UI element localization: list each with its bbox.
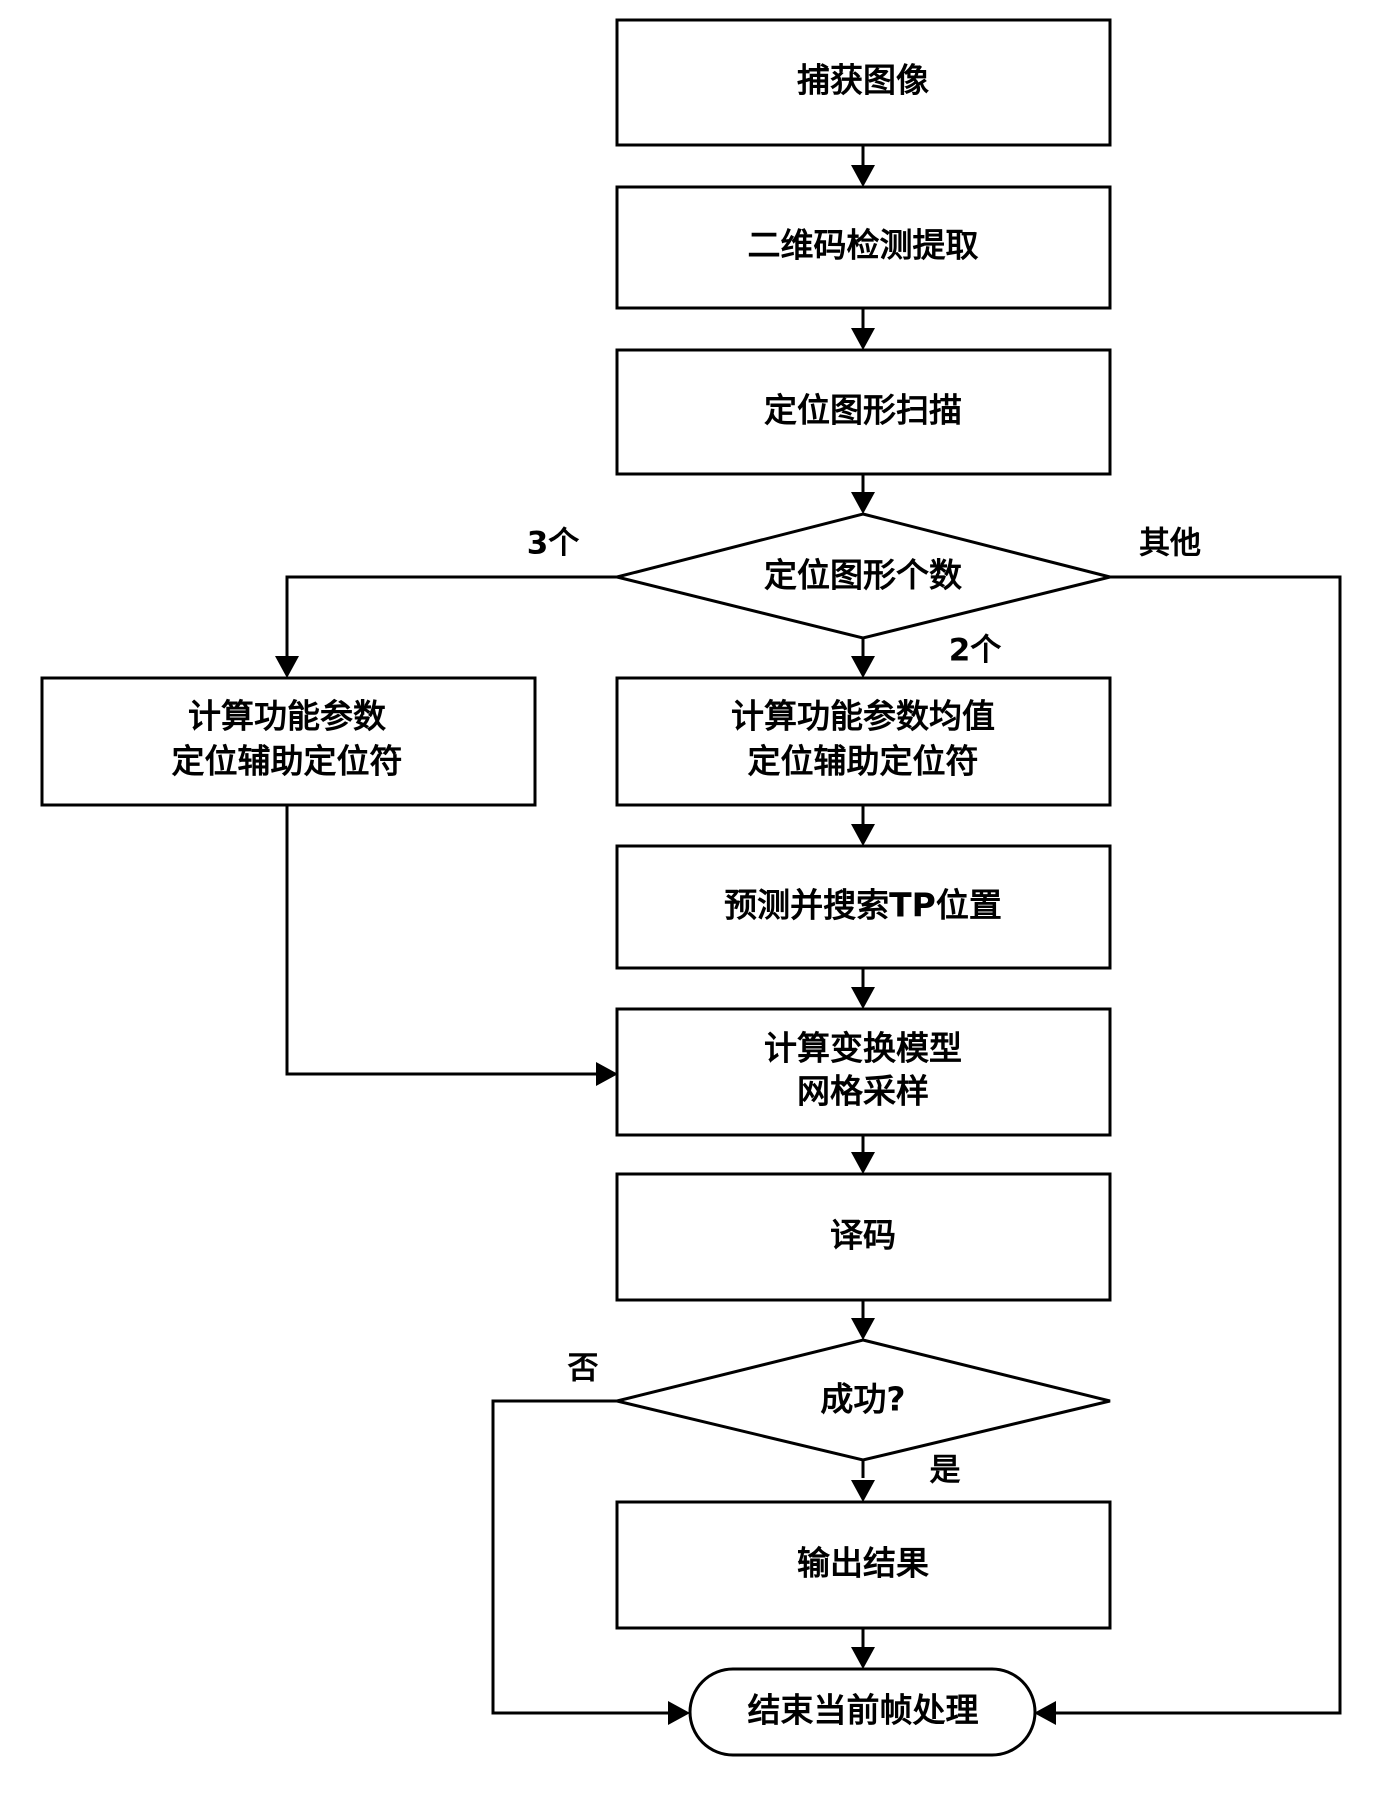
edge-count-to-calc3 bbox=[285, 575, 617, 656]
label-transform-line2: 网格采样 bbox=[797, 1072, 929, 1111]
arrowhead bbox=[851, 1318, 875, 1340]
label-predict-tp: 预测并搜索TP位置 bbox=[724, 886, 1002, 925]
decision-finder-count bbox=[616, 512, 1111, 640]
arrowhead bbox=[851, 165, 875, 187]
box-qr-detect bbox=[615, 185, 1112, 310]
arrowhead bbox=[1034, 1701, 1056, 1725]
decision-success bbox=[616, 1338, 1111, 1462]
label-success: 成功? bbox=[820, 1380, 905, 1419]
edge-label-yes: 是 bbox=[930, 1453, 961, 1489]
label-calc-params-mean-line1: 计算功能参数均值 bbox=[731, 697, 995, 736]
arrowhead bbox=[851, 1647, 875, 1669]
label-finder-count: 定位图形个数 bbox=[764, 556, 963, 595]
box-capture bbox=[615, 18, 1112, 147]
connectors bbox=[285, 145, 1342, 1715]
edge-label-other: 其他 bbox=[1139, 526, 1201, 562]
edge-calc3-to-transform bbox=[285, 805, 596, 1076]
label-transform-line1: 计算变换模型 bbox=[764, 1029, 962, 1068]
arrowhead bbox=[851, 1480, 875, 1502]
box-finder-scan bbox=[615, 348, 1112, 476]
arrowhead bbox=[851, 824, 875, 846]
arrowhead bbox=[596, 1062, 618, 1086]
box-transform bbox=[615, 1007, 1112, 1137]
arrowhead bbox=[275, 656, 299, 678]
arrowhead bbox=[851, 328, 875, 350]
box-decode bbox=[615, 1172, 1112, 1302]
edge-count-to-end-other bbox=[1056, 575, 1342, 1715]
edge-label-two: 2个 bbox=[949, 633, 1002, 669]
label-qr-detect: 二维码检测提取 bbox=[748, 226, 979, 265]
label-finder-scan: 定位图形扫描 bbox=[764, 391, 962, 430]
terminal-end-frame bbox=[688, 1667, 1037, 1757]
arrowhead bbox=[851, 656, 875, 678]
label-calc-params-mean-line2: 定位辅助定位符 bbox=[748, 742, 979, 781]
label-output: 输出结果 bbox=[797, 1544, 929, 1583]
arrowhead bbox=[851, 1152, 875, 1174]
label-end-frame: 结束当前帧处理 bbox=[748, 1691, 979, 1730]
label-calc-params-line1: 计算功能参数 bbox=[188, 697, 387, 736]
label-calc-params-line2: 定位辅助定位符 bbox=[172, 742, 403, 781]
label-capture: 捕获图像 bbox=[797, 61, 929, 100]
edge-success-to-end-no bbox=[491, 1399, 670, 1715]
arrowheads bbox=[275, 165, 1056, 1725]
box-calc-params bbox=[40, 676, 537, 807]
label-decode: 译码 bbox=[830, 1216, 896, 1255]
box-output bbox=[615, 1500, 1112, 1630]
arrowhead bbox=[851, 492, 875, 514]
box-calc-params-mean bbox=[615, 676, 1112, 807]
edge-label-no: 否 bbox=[568, 1351, 599, 1387]
arrowhead bbox=[668, 1701, 690, 1725]
edge-label-three: 3个 bbox=[527, 526, 580, 562]
arrowhead bbox=[851, 987, 875, 1009]
box-predict-tp bbox=[615, 844, 1112, 970]
